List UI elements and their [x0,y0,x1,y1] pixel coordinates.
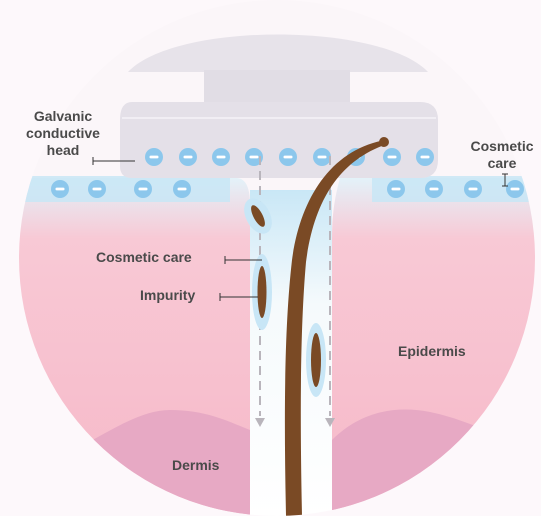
impurity-particle-3 [306,323,326,397]
galvanic-head-label: Galvanic conductive head [0,108,126,159]
cosmetic-care-label-right-line-1: Cosmetic [464,138,540,155]
cosmetic-care-label-pore: Cosmetic care [96,249,192,266]
negative-ion-icon [134,180,152,198]
epidermis-label: Epidermis [398,343,466,360]
impurity-label: Impurity [140,287,195,304]
negative-ion-icon [51,180,69,198]
galvanic-head-label-line-1: Galvanic [0,108,126,125]
device-neck [204,70,350,104]
head-ion-row [145,148,434,166]
negative-ion-icon [179,148,197,166]
galvanic-head-label-line-2: conductive [0,125,126,142]
negative-ion-icon [279,148,297,166]
negative-ion-icon [212,148,230,166]
galvanic-head-label-line-3: head [0,142,126,159]
negative-ion-icon [383,148,401,166]
cosmetic-care-label-right: Cosmetic care [464,138,540,172]
negative-ion-icon [464,180,482,198]
negative-ion-icon [425,180,443,198]
dermis-label: Dermis [172,457,219,474]
negative-ion-icon [416,148,434,166]
negative-ion-icon [387,180,405,198]
conductive-head [120,102,438,178]
negative-ion-icon [173,180,191,198]
cosmetic-care-label-right-line-2: care [464,155,540,172]
negative-ion-icon [145,148,163,166]
negative-ion-icon [313,148,331,166]
dermis-right [332,409,541,516]
impurity-particle-2 [252,254,272,330]
negative-ion-icon [506,180,524,198]
negative-ion-icon [88,180,106,198]
